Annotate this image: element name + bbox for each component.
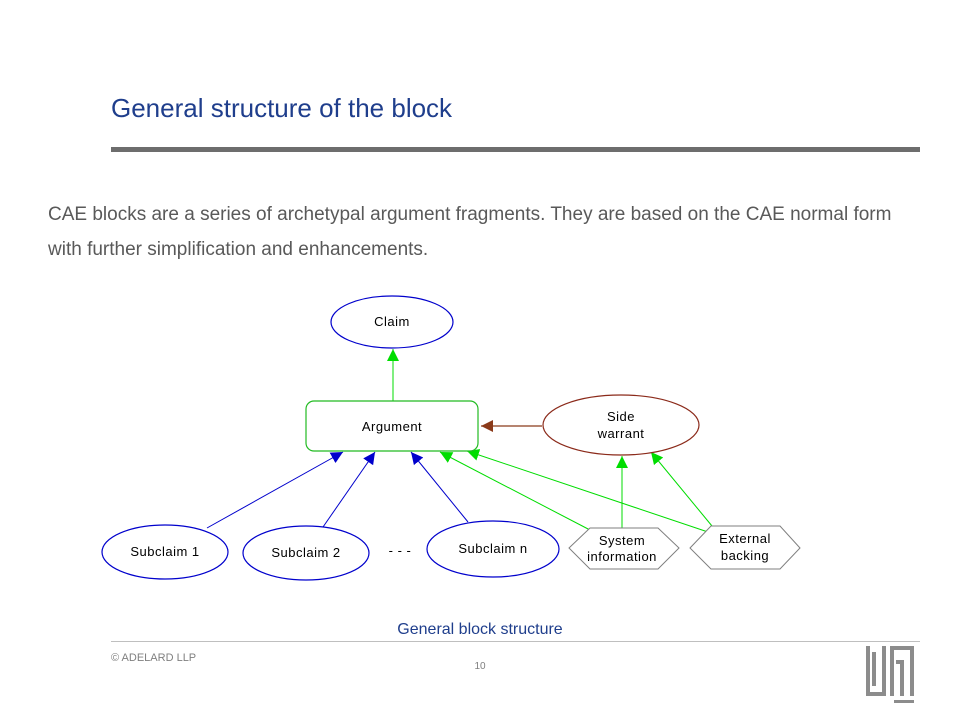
system-info-to-argument-arrow (439, 451, 591, 531)
subclaim-2-label: Subclaim 2 (271, 545, 340, 560)
external-backing-to-argument-arrow (466, 449, 709, 533)
external-backing-node: External backing (689, 525, 801, 570)
subclaim-1-node: Subclaim 1 (101, 524, 229, 580)
side-warrant-label-line2: warrant (597, 426, 645, 441)
subclaim-ellipsis: - - - (389, 543, 412, 558)
subclaim1-to-argument-arrow (206, 451, 344, 529)
subclaimn-to-argument-arrow (410, 451, 469, 523)
footer-divider (111, 641, 920, 642)
subclaim-n-label: Subclaim n (458, 541, 527, 556)
slide-title: General structure of the block (111, 93, 453, 123)
copyright-text: © ADELARD LLP (111, 652, 197, 664)
argument-label: Argument (362, 419, 422, 434)
side-warrant-node: Side warrant (542, 394, 700, 456)
argument-node: Argument (305, 400, 479, 452)
external-backing-label-line1: External (719, 531, 771, 546)
claim-label: Claim (374, 314, 410, 329)
external-backing-to-side-warrant-arrow (650, 451, 713, 527)
external-backing-label-line2: backing (721, 548, 769, 563)
page-number: 10 (474, 661, 486, 672)
body-text: CAE blocks are a series of archetypal ar… (48, 204, 892, 260)
side-warrant-label-line1: Side (607, 409, 635, 424)
system-information-label-line1: System (599, 533, 645, 548)
subclaim-1-label: Subclaim 1 (130, 544, 199, 559)
subclaim-2-node: Subclaim 2 (242, 525, 370, 581)
claim-node: Claim (330, 295, 454, 349)
system-information-label-line2: information (587, 549, 657, 564)
subclaim2-to-argument-arrow (322, 451, 376, 528)
system-information-node: System information (568, 527, 680, 570)
figure-caption: General block structure (397, 621, 563, 638)
subclaim-n-node: Subclaim n (426, 520, 560, 578)
adelard-logo (866, 646, 914, 703)
title-divider (111, 147, 920, 152)
